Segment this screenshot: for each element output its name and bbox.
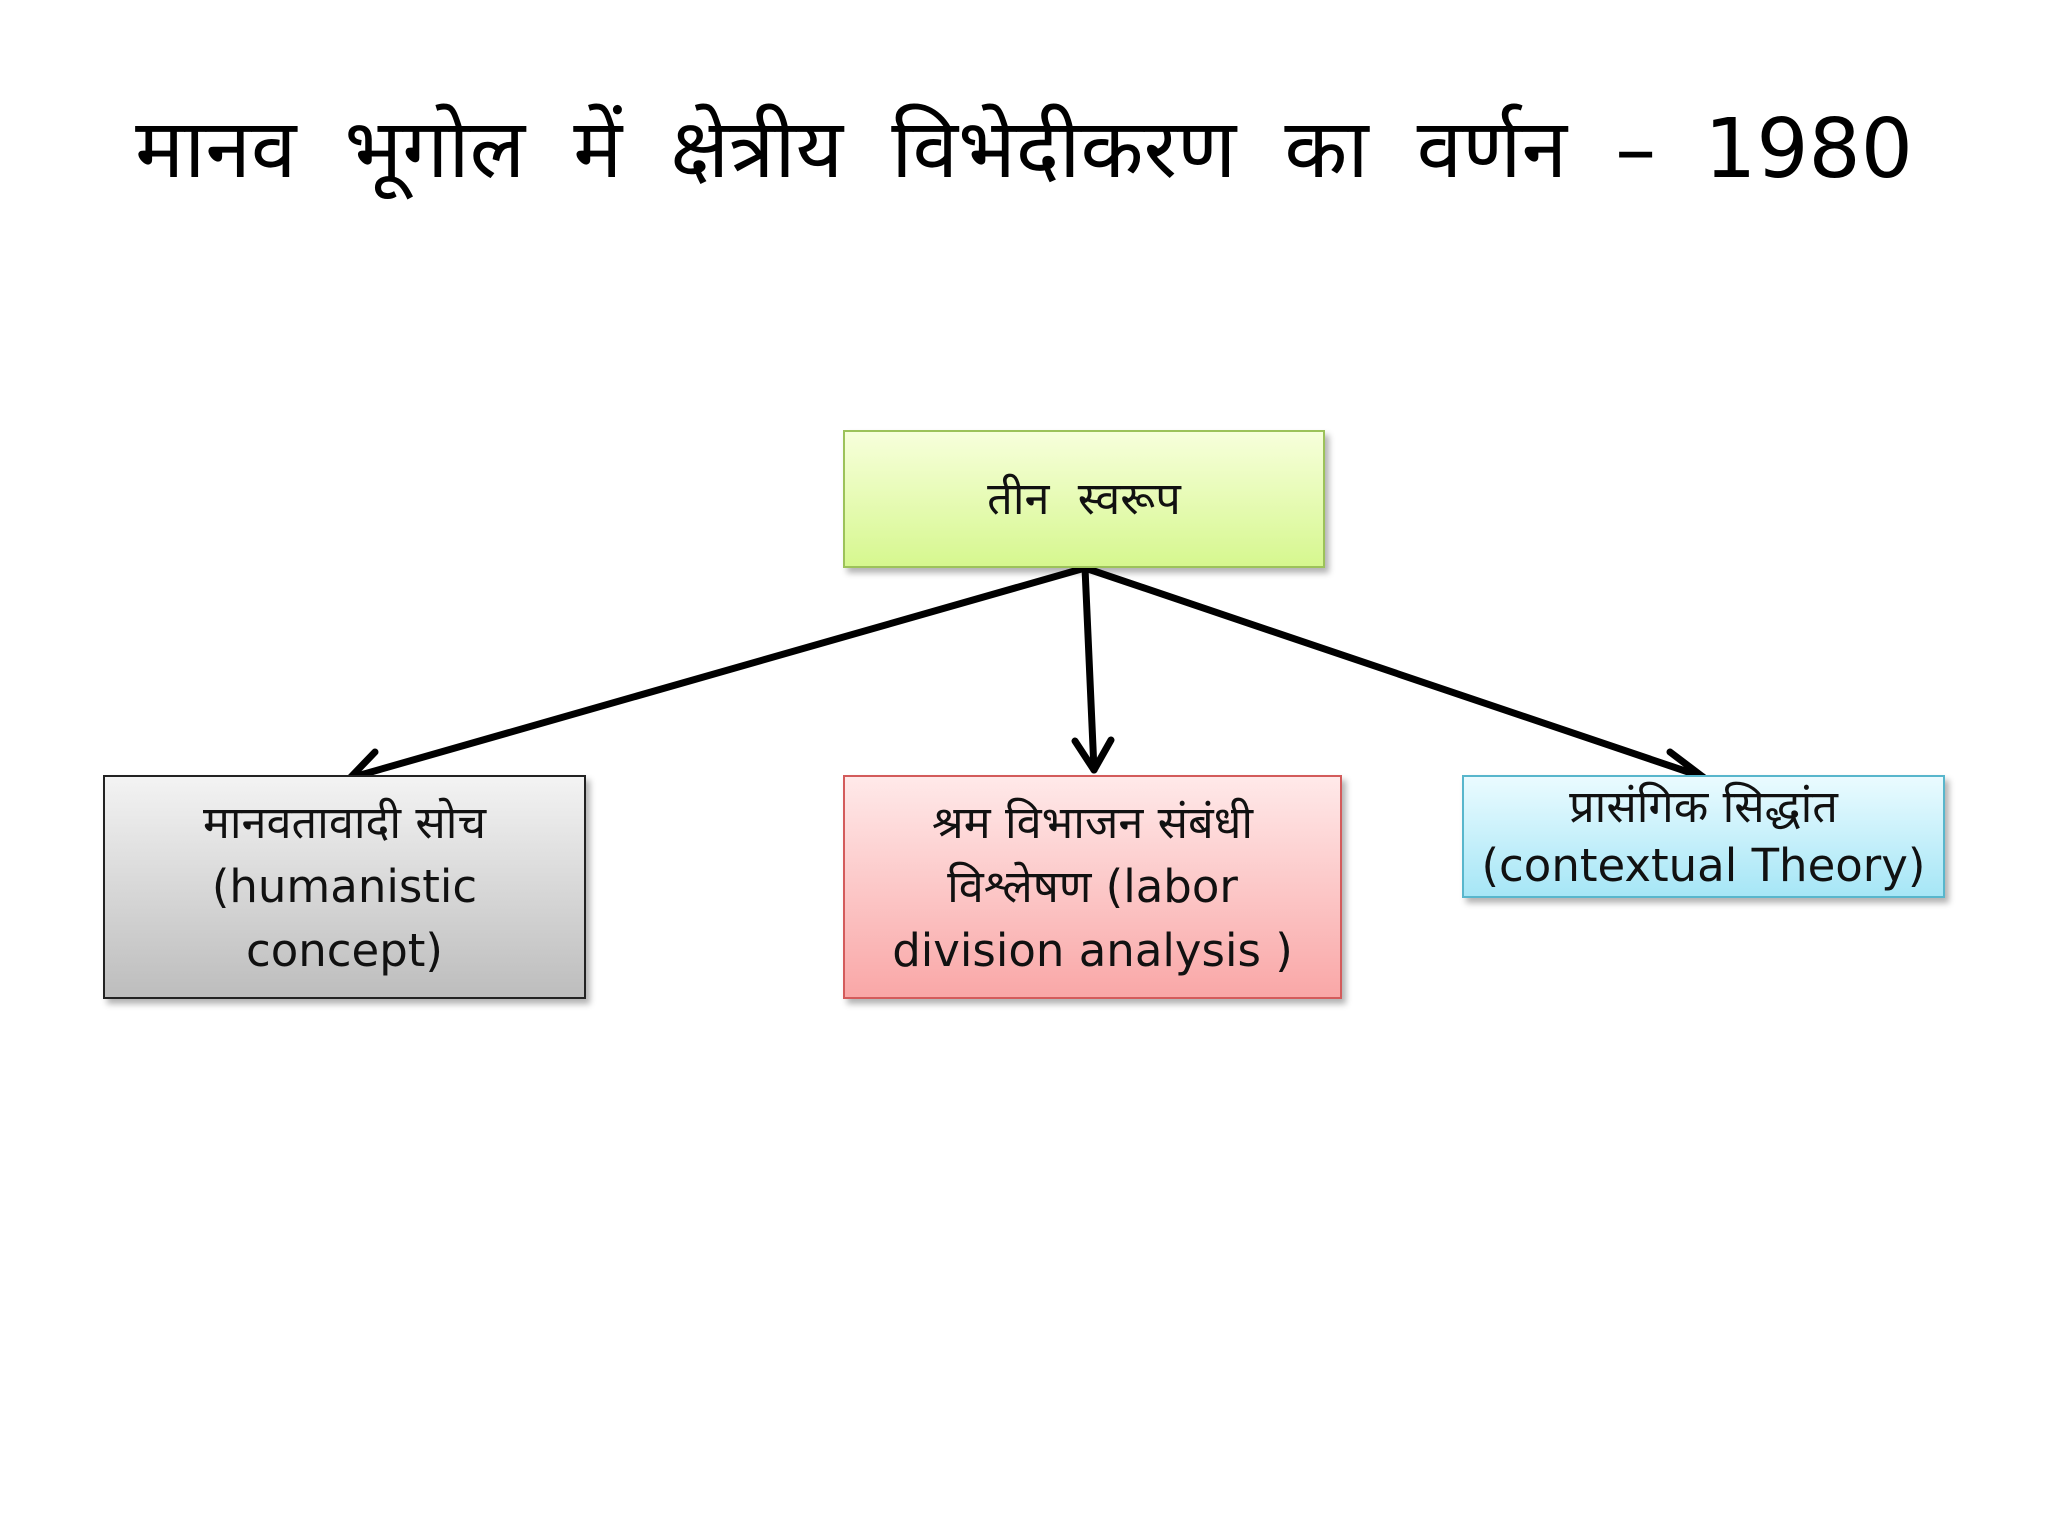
contextual-theory-line1: प्रासंगिक सिद्धांत <box>1569 780 1838 833</box>
labor-division-line2: विश्लेषण (labor <box>947 860 1238 914</box>
arrow-to-contextual <box>1081 564 1707 787</box>
root-node-label: तीन स्वरूप <box>987 472 1181 526</box>
contextual-theory-line2: (contextual Theory) <box>1481 838 1926 892</box>
labor-division-analysis-box: श्रम विभाजन संबंधी विश्लेषण (labor divis… <box>843 775 1342 999</box>
arrow-to-labor-division <box>1071 564 1115 774</box>
contextual-theory-box: प्रासंगिक सिद्धांत (contextual Theory) <box>1462 775 1945 898</box>
humanistic-concept-line1: मानवतावादी सोच <box>202 796 487 850</box>
arrow-to-humanistic <box>346 564 1089 790</box>
labor-division-line3: division analysis ) <box>892 923 1293 977</box>
humanistic-concept-box: मानवतावादी सोच (humanistic concept) <box>103 775 586 999</box>
humanistic-concept-line2: (humanistic <box>211 860 478 914</box>
root-node-box: तीन स्वरूप <box>843 430 1325 568</box>
slide-title: मानव भूगोल में क्षेत्रीय विभेदीकरण का वर… <box>135 102 1913 197</box>
labor-division-line1: श्रम विभाजन संबंधी <box>931 796 1254 850</box>
humanistic-concept-line3: concept) <box>246 923 443 977</box>
